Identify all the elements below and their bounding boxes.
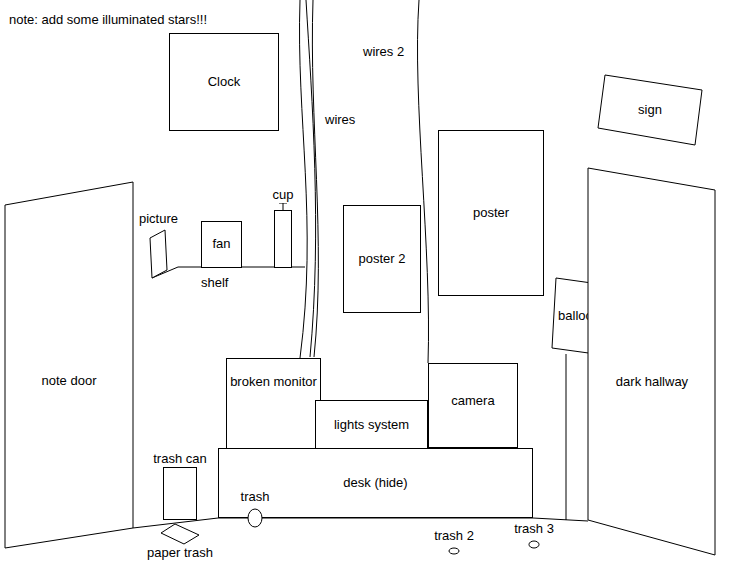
wire bbox=[306, 0, 316, 357]
hallway-shape: dark hallway bbox=[587, 167, 717, 557]
text-holder: poster bbox=[439, 131, 543, 295]
wire bbox=[312, 0, 318, 357]
shelf-label: shelf bbox=[200, 275, 229, 290]
lights-box: lights system bbox=[315, 400, 428, 450]
text-holder: camera bbox=[429, 364, 517, 447]
text-holder: sign bbox=[597, 74, 703, 146]
monitor-box: broken monitor bbox=[226, 358, 321, 450]
node-label: paper trash bbox=[146, 546, 214, 561]
trash-item: trash bbox=[247, 508, 263, 528]
wire-label: wires bbox=[324, 112, 356, 127]
sign-box-path bbox=[598, 75, 702, 145]
trash-can-box: trash can bbox=[163, 467, 197, 520]
balloon-string bbox=[566, 354, 567, 520]
node-label: fan bbox=[212, 237, 230, 252]
node-label: picture bbox=[138, 212, 179, 227]
poster-box: poster bbox=[438, 130, 544, 296]
trash-item-path bbox=[248, 509, 262, 527]
node-label: broken monitor bbox=[230, 375, 317, 390]
text-holder: broken monitor bbox=[227, 359, 320, 449]
text-holder: Clock bbox=[170, 34, 278, 130]
poster-box: poster 2 bbox=[343, 205, 421, 313]
hallway-shape-path bbox=[588, 168, 715, 555]
node-label: Clock bbox=[208, 75, 241, 90]
wire bbox=[300, 0, 308, 358]
desk-box: desk (hide) bbox=[218, 448, 533, 518]
wire-label: wires 2 bbox=[362, 44, 405, 59]
node-label: dark hallway bbox=[616, 375, 688, 390]
node-label: cup bbox=[272, 188, 295, 203]
door-shape-path bbox=[5, 182, 133, 548]
door-shape-outline bbox=[4, 181, 134, 549]
trash-item-path bbox=[449, 548, 459, 554]
node-label: camera bbox=[451, 394, 494, 409]
trash-item-outline bbox=[448, 547, 460, 555]
node-label: trash can bbox=[152, 452, 207, 467]
camera-box: camera bbox=[428, 363, 518, 448]
text-holder: desk (hide) bbox=[219, 449, 532, 517]
node-label: poster bbox=[473, 206, 509, 221]
picture-frame-path bbox=[150, 230, 167, 278]
door-shape: note door bbox=[4, 181, 134, 549]
node-label: trash 2 bbox=[433, 529, 475, 544]
fan-box: fan bbox=[201, 221, 242, 268]
picture-frame: picture bbox=[149, 229, 168, 279]
node-label: trash 3 bbox=[513, 522, 555, 537]
trash-item-path bbox=[529, 541, 539, 548]
node-label: sign bbox=[638, 103, 662, 118]
node-label: desk (hide) bbox=[343, 476, 407, 491]
node-label: note door bbox=[42, 374, 97, 389]
trash-item-outline bbox=[528, 540, 540, 549]
text-holder: fan bbox=[202, 222, 241, 267]
text-holder: poster 2 bbox=[344, 206, 420, 312]
picture-frame-outline bbox=[149, 229, 168, 279]
trash-item-outline bbox=[247, 508, 263, 528]
text-holder: dark hallway bbox=[587, 167, 717, 557]
cup-stem bbox=[279, 203, 287, 210]
sign-box: sign bbox=[597, 74, 703, 146]
paper-trash-shape-outline bbox=[160, 523, 200, 545]
cup-box: cup bbox=[274, 210, 292, 268]
node-label: trash bbox=[240, 490, 271, 505]
paper-trash-shape-path bbox=[161, 524, 199, 544]
clock-box: Clock bbox=[169, 33, 279, 131]
paper-trash-shape: paper trash bbox=[160, 523, 200, 545]
text-holder: note door bbox=[4, 181, 134, 549]
text-holder: lights system bbox=[316, 401, 427, 449]
trash-item: trash 3 bbox=[528, 540, 540, 549]
trash-item: trash 2 bbox=[448, 547, 460, 555]
node-label: poster 2 bbox=[359, 252, 406, 267]
node-label: lights system bbox=[334, 418, 409, 433]
note-label: note: add some illuminated stars!!! bbox=[8, 12, 208, 27]
hallway-shape-outline bbox=[587, 167, 717, 557]
